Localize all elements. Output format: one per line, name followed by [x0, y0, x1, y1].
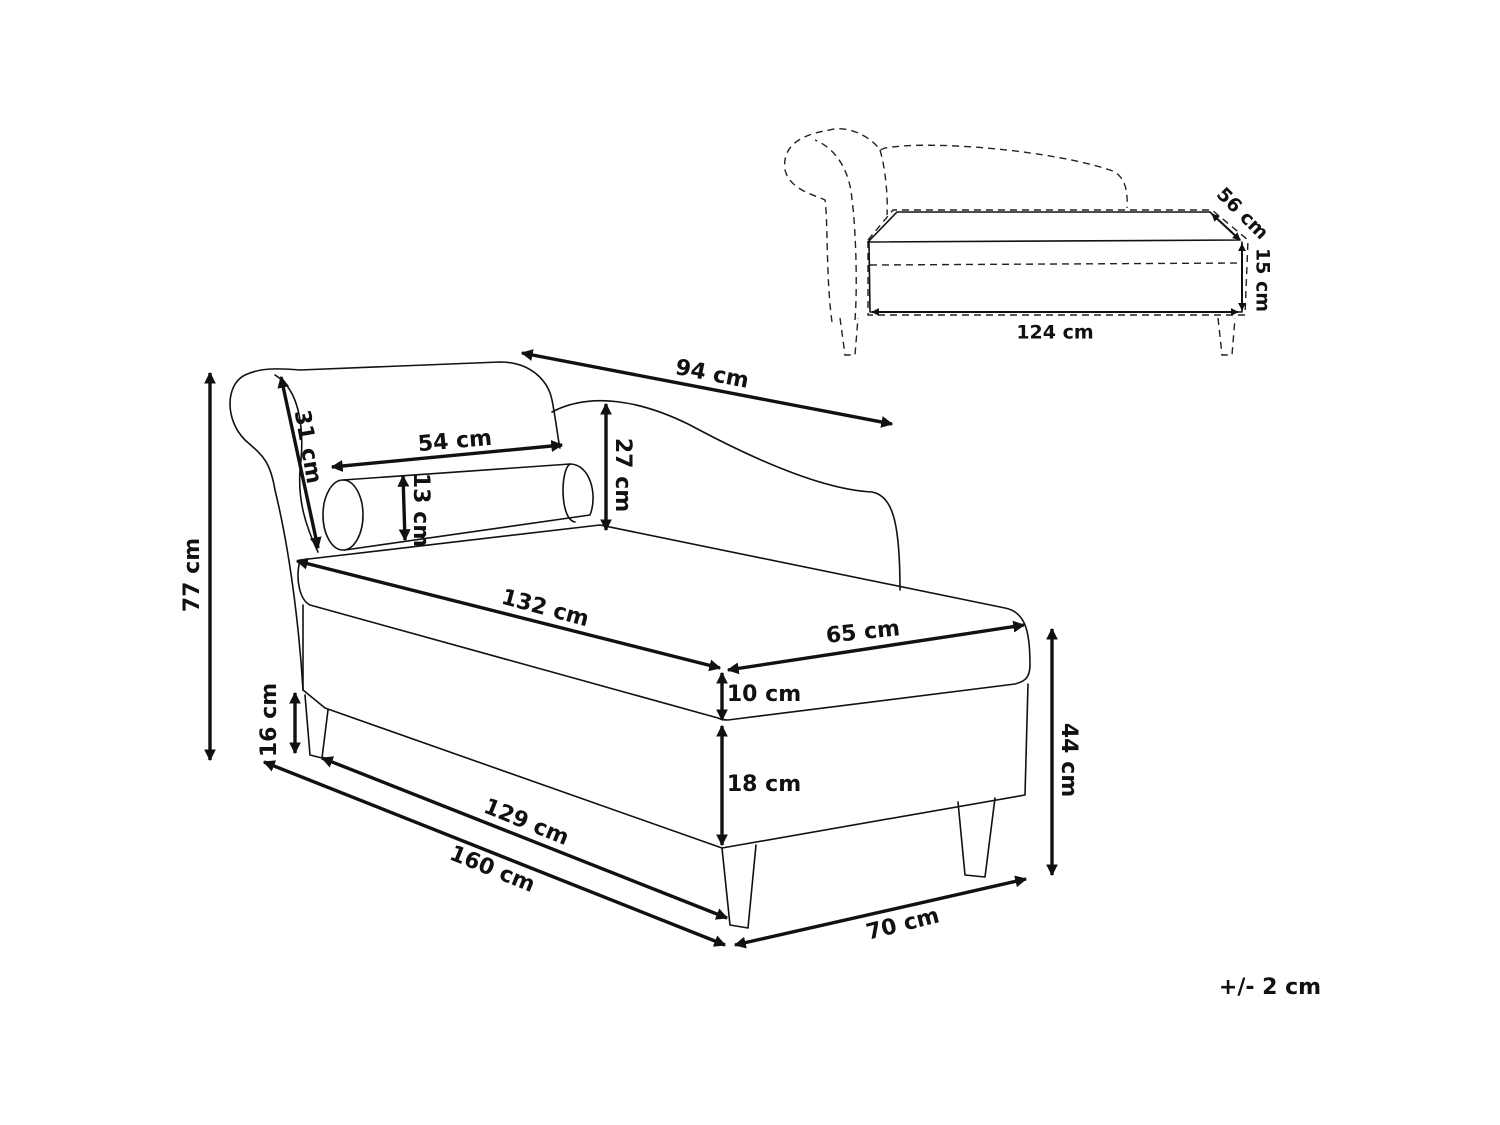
label-13: 13 cm [408, 473, 433, 547]
label-44: 44 cm [1056, 723, 1081, 797]
tolerance-note: +/- 2 cm [1219, 975, 1321, 1000]
label-18: 18 cm [727, 772, 801, 797]
arrow-160 [262, 760, 727, 947]
label-124: 124 cm [1016, 322, 1093, 344]
label-129: 129 cm [480, 794, 572, 851]
arrow-94 [520, 349, 894, 428]
arrow-132 [295, 557, 722, 672]
arrow-70 [733, 875, 1028, 949]
arrow-65 [726, 620, 1026, 675]
arrow-31 [277, 375, 322, 550]
label-15: 15 cm [1252, 248, 1274, 312]
arrow-13 [397, 474, 411, 542]
storage-inset-drawing [783, 128, 1249, 356]
label-160: 160 cm [446, 841, 538, 898]
label-10: 10 cm [727, 682, 801, 707]
label-77: 77 cm [180, 538, 205, 612]
label-70: 70 cm [864, 903, 942, 945]
label-31: 31 cm [289, 408, 327, 485]
label-27: 27 cm [610, 438, 635, 512]
arrow-54 [330, 440, 564, 472]
label-16: 16 cm [257, 683, 282, 757]
